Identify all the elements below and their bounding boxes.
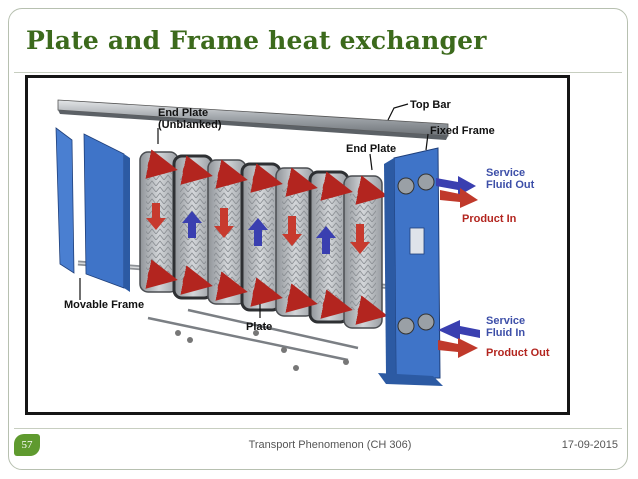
footer-divider: [14, 428, 622, 429]
slide-title: Plate and Frame heat exchanger: [26, 26, 487, 55]
title-divider: [14, 72, 622, 73]
label-product-in: Product In: [462, 213, 517, 225]
page-number-badge: 57: [14, 434, 40, 456]
footer-date: 17-09-2015: [561, 439, 618, 451]
footer-course-label: Transport Phenomenon (CH 306): [248, 439, 412, 451]
label-movable-frame: Movable Frame: [64, 299, 144, 311]
label-service-fluid-in-2: Fluid In: [486, 327, 525, 339]
flow-arrows: [146, 203, 370, 254]
label-plate: Plate: [246, 321, 272, 333]
label-end-plate: End Plate: [346, 143, 396, 155]
label-end-plate-unblanked-2: (Unblanked): [158, 119, 222, 131]
top-bar: [57, 99, 449, 140]
label-service-fluid-out-1: Service: [486, 167, 525, 179]
label-service-fluid-in-1: Service: [486, 315, 525, 327]
label-product-out: Product Out: [486, 347, 550, 359]
port-arrows: [145, 149, 388, 325]
plate: [343, 175, 383, 329]
label-end-plate-unblanked-1: End Plate: [158, 107, 208, 119]
movable-frame: [55, 127, 130, 292]
label-fixed-frame: Fixed Frame: [430, 125, 495, 137]
heat-exchanger-diagram: Top Bar End Plate (Unblanked) Fixed Fram…: [55, 99, 550, 386]
leader-lines: [79, 103, 429, 318]
label-service-fluid-out-2: Fluid Out: [486, 179, 535, 191]
heat-exchanger-figure: Top Bar End Plate (Unblanked) Fixed Fram…: [25, 75, 570, 415]
fixed-frame: [378, 147, 443, 386]
external-arrows: [436, 176, 480, 358]
label-top-bar: Top Bar: [410, 99, 451, 111]
